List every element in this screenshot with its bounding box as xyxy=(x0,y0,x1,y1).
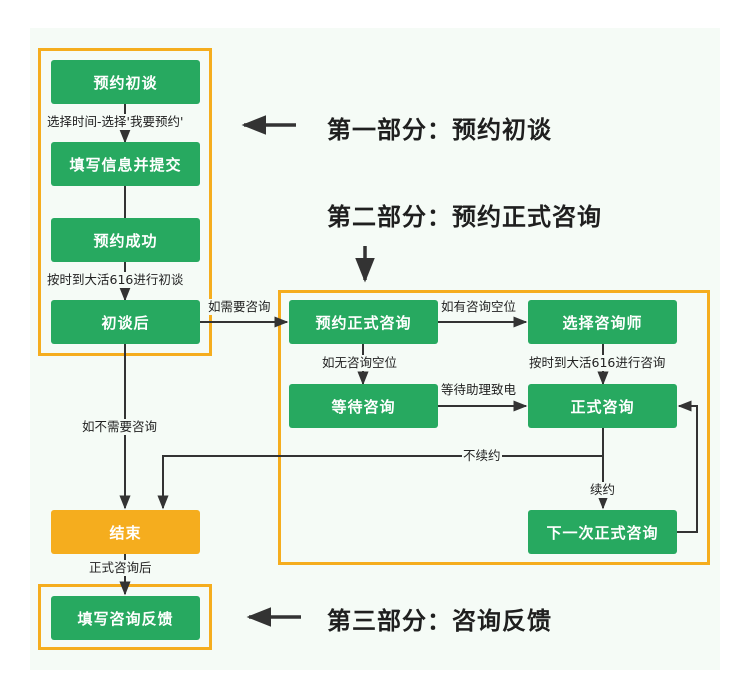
label-go-intro: 按时到大活616进行初谈 xyxy=(46,272,185,288)
heading-part3: 第三部分：咨询反馈 xyxy=(327,607,552,635)
node-book-formal: 预约正式咨询 xyxy=(289,300,438,344)
label-if-need: 如需要咨询 xyxy=(207,299,272,315)
node-choose-counselor: 选择咨询师 xyxy=(528,300,677,344)
node-next-formal: 下一次正式咨询 xyxy=(528,510,677,554)
group-part2-frame xyxy=(278,290,710,565)
edge-formal-to-end-notrenew xyxy=(157,428,604,510)
label-no-slot: 如无咨询空位 xyxy=(321,355,399,371)
node-end: 结束 xyxy=(51,510,200,554)
label-renew: 续约 xyxy=(589,482,617,498)
node-book-intro: 预约初谈 xyxy=(51,60,200,104)
node-formal: 正式咨询 xyxy=(528,384,677,428)
node-book-success: 预约成功 xyxy=(51,218,200,262)
heading-part2: 第二部分：预约正式咨询 xyxy=(327,203,602,231)
label-select-time: 选择时间-选择'我要预约' xyxy=(46,114,185,130)
node-fill-info: 填写信息并提交 xyxy=(51,142,200,186)
label-not-renew: 不续约 xyxy=(462,448,502,464)
label-wait-call: 等待助理致电 xyxy=(440,382,518,398)
label-go-formal: 按时到大活616进行咨询 xyxy=(528,355,667,371)
label-has-slot: 如有咨询空位 xyxy=(440,299,518,315)
heading-part1: 第一部分：预约初谈 xyxy=(327,116,552,144)
node-waiting: 等待咨询 xyxy=(289,384,438,428)
label-after-formal: 正式咨询后 xyxy=(88,560,153,576)
node-after-intro: 初谈后 xyxy=(51,300,200,344)
edge-next-to-formal xyxy=(677,400,698,533)
label-if-not-need: 如不需要咨询 xyxy=(81,419,159,435)
node-feedback: 填写咨询反馈 xyxy=(51,596,200,640)
